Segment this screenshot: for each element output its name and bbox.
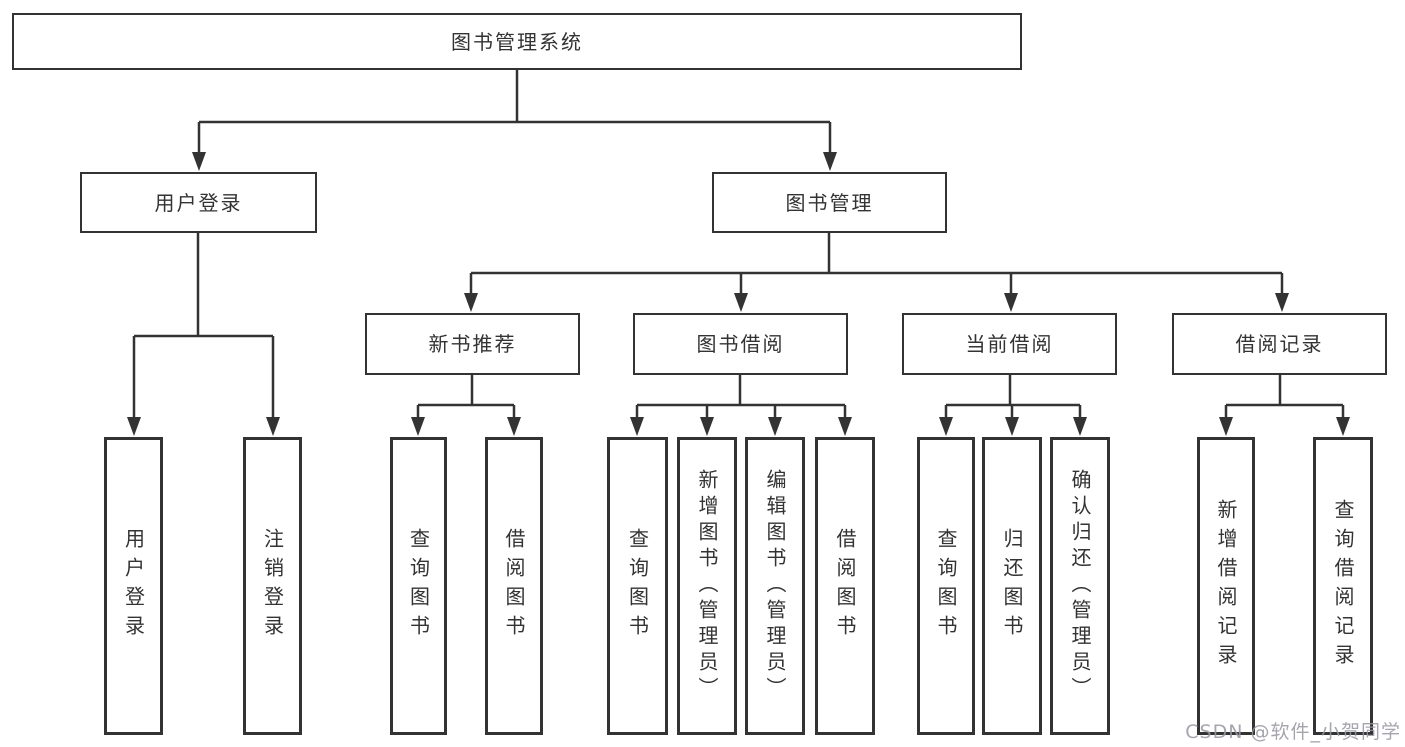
node-label: 查询图书 <box>406 528 431 644</box>
connector-user-login <box>132 233 275 418</box>
node-label: 查询借阅记录 <box>1331 499 1355 673</box>
node-book-management: 图书管理 <box>712 172 947 233</box>
node-label: 用户登录 <box>154 190 243 215</box>
connector-borrow-records <box>1224 375 1345 418</box>
leaf-borrow-borrow-books: 借阅图书 <box>815 437 875 735</box>
leaf-user-login: 用户登录 <box>104 437 163 735</box>
leaf-records-query-record: 查询借阅记录 <box>1313 437 1373 735</box>
node-label: 借阅记录 <box>1235 332 1324 356</box>
node-label: 用户登录 <box>121 528 146 644</box>
node-label: 编辑图书（管理员） <box>763 469 787 703</box>
node-user-login: 用户登录 <box>80 172 317 233</box>
node-label: 借阅图书 <box>502 528 526 644</box>
node-label: 当前借阅 <box>965 332 1054 356</box>
node-label: 查询图书 <box>934 528 958 644</box>
node-borrow-records: 借阅记录 <box>1172 313 1387 375</box>
leaf-current-confirm-return-admin: 确认归还（管理员） <box>1050 437 1110 735</box>
arrowheads-level2 <box>192 152 837 171</box>
leaf-current-return-books: 归还图书 <box>982 437 1042 735</box>
leaf-newrec-query-books: 查询图书 <box>390 437 447 735</box>
leaf-borrow-query-books: 查询图书 <box>607 437 668 735</box>
node-label: 图书借阅 <box>696 332 785 356</box>
node-current-borrow: 当前借阅 <box>902 313 1117 375</box>
node-label: 借阅图书 <box>833 528 857 644</box>
connector-current-borrow <box>944 375 1082 418</box>
connector-root <box>197 70 832 153</box>
leaf-current-query-books: 查询图书 <box>917 437 975 735</box>
node-label: 新增图书（管理员） <box>695 469 719 703</box>
connector-book-management <box>469 233 1284 294</box>
node-library-system: 图书管理系统 <box>12 13 1022 70</box>
node-new-book-recommend: 新书推荐 <box>365 313 580 375</box>
node-label: 确认归还（管理员） <box>1068 469 1092 703</box>
arrowheads-level3 <box>464 293 1289 312</box>
connector-new-book-recommend <box>416 375 516 418</box>
node-label: 归还图书 <box>1000 528 1024 644</box>
leaf-logout-login: 注销登录 <box>243 437 302 735</box>
arrowheads-level4 <box>411 417 1350 436</box>
arrowheads-user-login <box>127 417 280 436</box>
node-label: 图书管理 <box>785 190 874 215</box>
leaf-borrow-edit-books-admin: 编辑图书（管理员） <box>745 437 805 735</box>
leaf-borrow-add-books-admin: 新增图书（管理员） <box>677 437 737 735</box>
connector-book-borrow <box>635 375 847 418</box>
node-label: 新增借阅记录 <box>1214 499 1238 673</box>
csdn-watermark: CSDN @软件_小贺同学 <box>1185 721 1401 743</box>
node-label: 图书管理系统 <box>451 29 583 54</box>
leaf-records-add-record: 新增借阅记录 <box>1197 437 1255 735</box>
leaf-newrec-borrow-books: 借阅图书 <box>485 437 543 735</box>
node-label: 查询图书 <box>625 528 650 644</box>
node-label: 新书推荐 <box>428 332 517 356</box>
node-book-borrow: 图书借阅 <box>633 313 848 375</box>
node-label: 注销登录 <box>260 528 285 644</box>
